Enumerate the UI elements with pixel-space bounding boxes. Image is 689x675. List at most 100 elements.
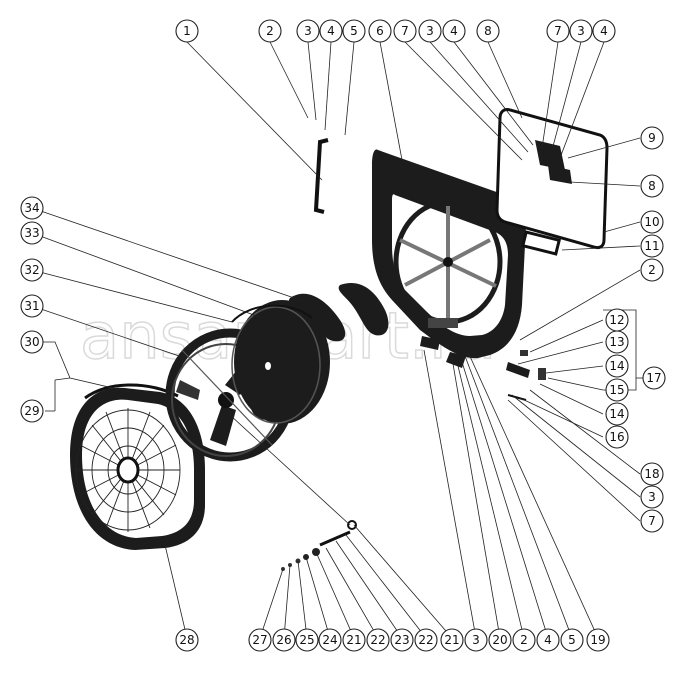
callout-1: 1 xyxy=(175,19,199,43)
callout-31: 31 xyxy=(20,294,44,318)
svg-text:3: 3 xyxy=(304,24,312,38)
callout-3: 3 xyxy=(464,628,488,652)
main-housing-6 xyxy=(372,149,526,359)
svg-text:28: 28 xyxy=(179,633,194,647)
svg-text:25: 25 xyxy=(299,633,314,647)
svg-text:5: 5 xyxy=(568,633,576,647)
leader-lines xyxy=(31,41,643,639)
svg-text:19: 19 xyxy=(590,633,605,647)
svg-text:4: 4 xyxy=(544,633,552,647)
callout-33: 33 xyxy=(20,221,44,245)
callout-22: 22 xyxy=(366,628,390,652)
svg-text:26: 26 xyxy=(276,633,291,647)
callout-3: 3 xyxy=(418,19,442,43)
svg-text:12: 12 xyxy=(609,313,624,327)
callout-4: 4 xyxy=(592,19,616,43)
svg-text:4: 4 xyxy=(450,24,458,38)
fan-disc-33 xyxy=(231,300,330,424)
svg-text:17: 17 xyxy=(646,371,661,385)
svg-text:31: 31 xyxy=(24,299,39,313)
svg-text:14: 14 xyxy=(609,407,624,421)
callout-7: 7 xyxy=(546,19,570,43)
svg-text:22: 22 xyxy=(418,633,433,647)
svg-text:7: 7 xyxy=(648,514,656,528)
callout-3: 3 xyxy=(296,19,320,43)
callout-18: 18 xyxy=(640,462,664,486)
svg-text:5: 5 xyxy=(350,24,358,38)
callout-4: 4 xyxy=(319,19,343,43)
callout-22: 22 xyxy=(414,628,438,652)
svg-text:9: 9 xyxy=(648,131,656,145)
svg-text:3: 3 xyxy=(648,490,656,504)
svg-text:2: 2 xyxy=(648,263,656,277)
callout-30: 30 xyxy=(20,330,44,354)
svg-text:13: 13 xyxy=(609,335,624,349)
shaft-hardware-19-27 xyxy=(281,520,357,571)
callout-5: 5 xyxy=(342,19,366,43)
callout-7: 7 xyxy=(640,509,664,533)
svg-text:22: 22 xyxy=(370,633,385,647)
svg-text:3: 3 xyxy=(577,24,585,38)
callout-10: 10 xyxy=(640,210,664,234)
callout-2: 2 xyxy=(640,258,664,282)
callout-19: 19 xyxy=(586,628,610,652)
svg-text:14: 14 xyxy=(609,359,624,373)
callout-28: 28 xyxy=(175,628,199,652)
svg-text:7: 7 xyxy=(554,24,562,38)
svg-text:8: 8 xyxy=(484,24,492,38)
callout-9: 9 xyxy=(640,126,664,150)
callout-20: 20 xyxy=(488,628,512,652)
callout-3: 3 xyxy=(640,485,664,509)
callout-23: 23 xyxy=(390,628,414,652)
callout-16: 16 xyxy=(605,425,629,449)
callout-11: 11 xyxy=(640,234,664,258)
callout-21: 21 xyxy=(342,628,366,652)
svg-text:11: 11 xyxy=(644,239,659,253)
svg-text:21: 21 xyxy=(346,633,361,647)
svg-text:24: 24 xyxy=(322,633,337,647)
svg-text:20: 20 xyxy=(492,633,507,647)
svg-text:4: 4 xyxy=(600,24,608,38)
svg-text:7: 7 xyxy=(401,24,409,38)
svg-text:10: 10 xyxy=(644,215,659,229)
right-hardware-12-16 xyxy=(420,336,546,401)
callout-13: 13 xyxy=(605,330,629,354)
svg-text:30: 30 xyxy=(24,335,39,349)
svg-text:2: 2 xyxy=(266,24,274,38)
svg-text:15: 15 xyxy=(609,383,624,397)
callout-5: 5 xyxy=(560,628,584,652)
svg-text:32: 32 xyxy=(24,263,39,277)
svg-text:1: 1 xyxy=(183,24,191,38)
svg-text:23: 23 xyxy=(394,633,409,647)
callout-7: 7 xyxy=(393,19,417,43)
callout-3: 3 xyxy=(569,19,593,43)
panel-10 xyxy=(495,108,609,256)
svg-text:29: 29 xyxy=(24,404,39,418)
callout-2: 2 xyxy=(512,628,536,652)
callout-34: 34 xyxy=(20,196,44,220)
callout-8: 8 xyxy=(640,174,664,198)
callout-12: 12 xyxy=(605,308,629,332)
callout-26: 26 xyxy=(272,628,296,652)
callout-29: 29 xyxy=(20,399,44,423)
svg-text:27: 27 xyxy=(252,633,267,647)
svg-text:3: 3 xyxy=(426,24,434,38)
callout-32: 32 xyxy=(20,258,44,282)
callout-27: 27 xyxy=(248,628,272,652)
svg-text:18: 18 xyxy=(644,467,659,481)
svg-text:16: 16 xyxy=(609,430,624,444)
svg-text:2: 2 xyxy=(520,633,528,647)
callout-balloons: 1 2 3 4 5 6 7 3 4 8 7 3 4 9 8 10 11 2 12… xyxy=(20,19,666,652)
rear-cover-28 xyxy=(70,383,205,550)
svg-text:4: 4 xyxy=(327,24,335,38)
callout-25: 25 xyxy=(295,628,319,652)
callout-15: 15 xyxy=(605,378,629,402)
callout-14: 14 xyxy=(605,402,629,426)
callout-14: 14 xyxy=(605,354,629,378)
svg-text:3: 3 xyxy=(472,633,480,647)
callout-21: 21 xyxy=(440,628,464,652)
svg-text:8: 8 xyxy=(648,179,656,193)
svg-text:21: 21 xyxy=(444,633,459,647)
callout-17: 17 xyxy=(642,366,666,390)
